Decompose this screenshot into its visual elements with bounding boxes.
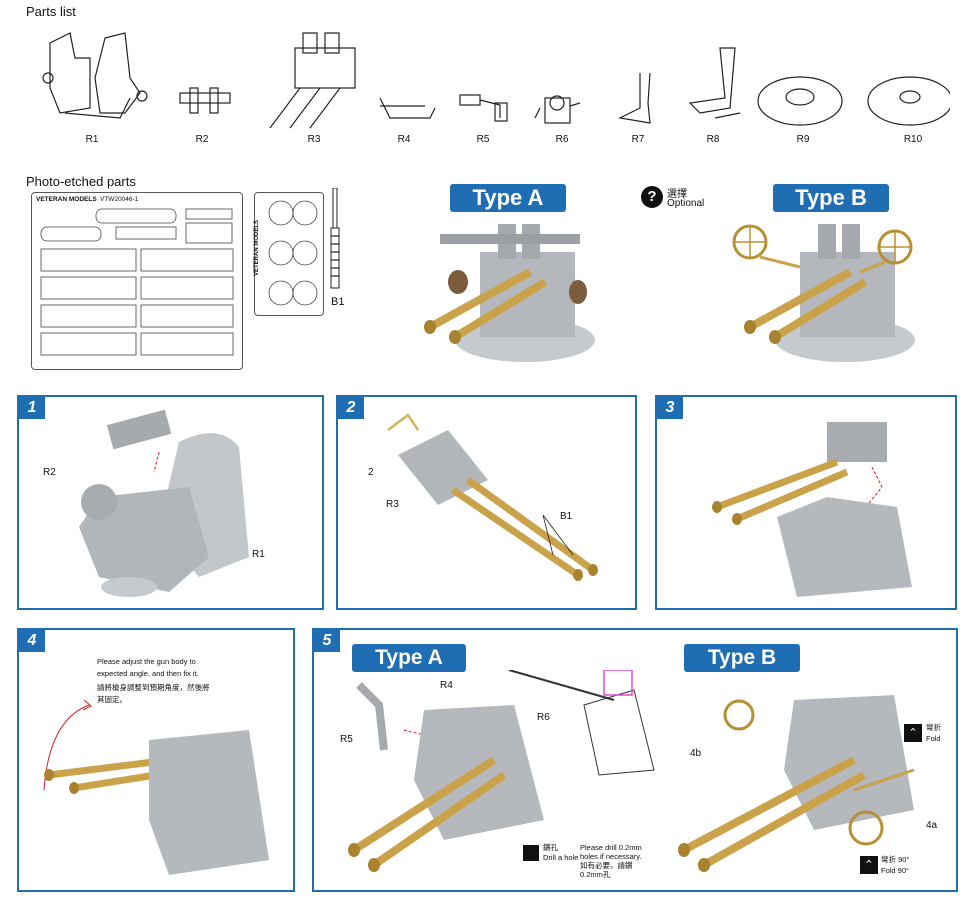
step-1-panel: 1 R2 R1 <box>17 395 324 610</box>
parts-list-title: Parts list <box>26 4 76 19</box>
step-2-b1-label: B1 <box>560 511 573 522</box>
part-label-r6: R6 <box>555 134 569 145</box>
part-label-r8: R8 <box>706 134 720 145</box>
step-5-drill-note-4: 0.2mm孔 <box>580 870 611 879</box>
pe-fret-2-drawing <box>268 200 318 306</box>
step-3-number: 3 <box>657 397 683 419</box>
part-label-r3: R3 <box>307 134 321 145</box>
pe-fret-1-code: VTW20046-1 <box>100 196 139 203</box>
step-4-panel: 4 Please adjust the gun body to expected… <box>17 628 295 892</box>
step-5-panel: 5 Type A Type B R4 R5 R6 鑽孔 Drill a hole… <box>312 628 958 892</box>
part-r8-drawing <box>688 47 741 119</box>
step-5-r5-label: R5 <box>340 734 353 745</box>
step-4-note-zh-1: 請將槍身調整到預期角度，然後將 <box>97 683 210 692</box>
barrel-b1-label: B1 <box>331 296 345 308</box>
part-label-r1: R1 <box>85 134 99 145</box>
part-label-r5: R5 <box>476 134 490 145</box>
pe-fret-2: VETERAN MODELS <box>254 192 324 316</box>
step-5-number: 5 <box>314 630 340 652</box>
step-2-pe-label: 2 <box>368 467 374 478</box>
barrel-b1-drawing <box>330 188 340 289</box>
step-4-note-zh-2: 其固定。 <box>97 695 127 704</box>
drill-icon <box>523 845 539 861</box>
part-r3-drawing <box>269 32 356 129</box>
question-icon: ? <box>641 186 663 208</box>
parts-list-drawings <box>42 32 950 129</box>
step-5-type-b-badge: Type B <box>684 644 800 672</box>
step-5-drill-en: Drill a hole <box>543 853 579 862</box>
step-5-drill-note-2: holes if necessary. <box>580 852 642 861</box>
part-label-r10: R10 <box>903 134 923 145</box>
step-5-drawing <box>348 670 915 872</box>
part-label-r9: R9 <box>796 134 810 145</box>
step-5-type-a-badge: Type A <box>352 644 466 672</box>
part-label-r2: R2 <box>195 134 209 145</box>
part-r7-drawing <box>618 72 651 124</box>
part-r1-drawing <box>42 32 148 119</box>
pe-fret-1: VETERAN MODELS VTW20046-1 <box>31 192 243 370</box>
type-a-render <box>424 224 595 362</box>
step-2-panel: 2 2 R3 B1 <box>336 395 637 610</box>
part-r4-drawing <box>379 97 436 119</box>
step-3-panel: 3 <box>655 395 957 610</box>
part-r6-drawing <box>534 95 581 124</box>
step-5-fold90-zh: 彎折 90° <box>881 855 910 864</box>
step-3-drawing <box>712 422 912 597</box>
fold-90-icon: ⌃ <box>860 856 878 874</box>
step-2-r3-label: R3 <box>386 499 399 510</box>
step-5-drill-note-1: Please drill 0.2mm <box>580 843 642 852</box>
step-5-fold-zh: 彎折 <box>926 723 941 732</box>
step-1-r2-label: R2 <box>43 467 56 478</box>
type-b-badge: Type B <box>773 184 889 212</box>
part-r5-drawing <box>459 94 508 122</box>
step-5-drill-note-3: 如有必要，請鑽 <box>580 861 633 870</box>
optional-label-en: Optional <box>667 198 705 209</box>
optional-label-zh: 選擇 <box>667 189 687 200</box>
pe-fret-1-drawing <box>40 208 234 356</box>
part-r10-drawing <box>867 76 950 126</box>
step-4-drawing <box>43 700 269 875</box>
step-1-r1-label: R1 <box>252 549 265 560</box>
step-5-r6-label: R6 <box>537 712 550 723</box>
pe-fret-2-brand: VETERAN MODELS <box>254 219 261 277</box>
part-r9-drawing <box>757 76 843 126</box>
step-2-number: 2 <box>338 397 364 419</box>
step-4-note-en-2: expected angle, and then fix it. <box>97 669 199 678</box>
step-1-drawing <box>79 409 249 597</box>
part-label-r4: R4 <box>397 134 411 145</box>
step-5-4a-label: 4a <box>926 820 938 831</box>
type-a-badge: Type A <box>450 184 566 212</box>
step-5-drill-zh: 鑽孔 <box>543 843 558 852</box>
step-5-r4-label: R4 <box>440 680 453 691</box>
pe-fret-1-brand: VETERAN MODELS <box>36 196 97 203</box>
step-5-fold-en: Fold <box>926 734 941 743</box>
type-b-render <box>732 224 915 362</box>
step-5-4b-label: 4b <box>690 748 702 759</box>
step-5-fold90-en: Fold 90° <box>881 866 910 875</box>
step-4-note-en-1: Please adjust the gun body to <box>97 657 196 666</box>
fold-icon: ⌃ <box>904 724 922 742</box>
part-r2-drawing <box>179 87 231 114</box>
step-4-number: 4 <box>19 630 45 652</box>
part-label-r7: R7 <box>631 134 645 145</box>
photo-etched-title: Photo-etched parts <box>26 174 136 189</box>
step-2-drawing <box>387 413 598 581</box>
step-1-number: 1 <box>19 397 45 419</box>
